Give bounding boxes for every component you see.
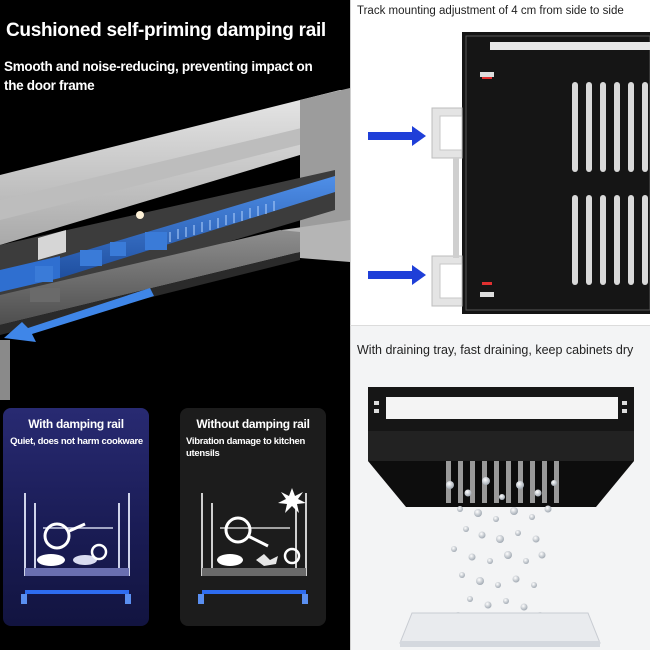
with-damping-title: With damping rail [28, 417, 124, 431]
track-adjustment-panel: Track mounting adjustment of 4 cm from s… [350, 0, 650, 325]
broken-cookware-illustration [198, 488, 308, 604]
quiet-cookware-illustration [21, 493, 131, 604]
damping-rail-headline: Cushioned self-priming damping rail [6, 20, 326, 41]
with-damping-card: With damping rail Quiet, does not harm c… [3, 408, 149, 626]
damping-rail-subline: Smooth and noise-reducing, preventing im… [4, 59, 313, 93]
draining-cabinet-illustration [368, 387, 634, 647]
damping-rail-illustration [0, 88, 350, 400]
draining-tray-panel: With draining tray, fast draining, keep … [350, 325, 650, 650]
draining-tray-caption: With draining tray, fast draining, keep … [357, 343, 634, 357]
cabinet-side-view-illustration [368, 32, 650, 314]
without-damping-card: Without damping rail Vibration damage to… [180, 408, 326, 626]
without-damping-title: Without damping rail [196, 417, 310, 431]
track-adjustment-caption: Track mounting adjustment of 4 cm from s… [357, 5, 624, 17]
panel-divider-horizontal [350, 325, 650, 326]
without-damping-subtitle: Vibration damage to kitchen utensils [186, 436, 305, 459]
damping-rail-panel: Cushioned self-priming damping rail Smoo… [0, 0, 350, 650]
with-damping-subtitle: Quiet, does not harm cookware [10, 436, 143, 447]
